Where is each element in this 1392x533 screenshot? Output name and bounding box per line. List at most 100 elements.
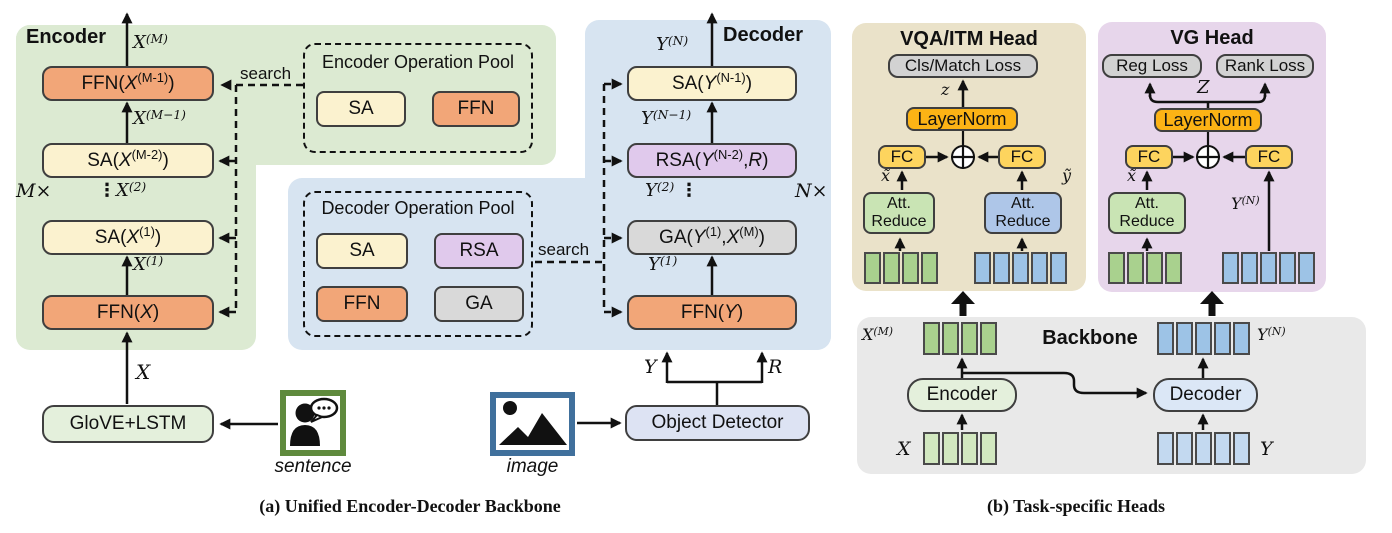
token-cell [993,252,1010,284]
label-x-tilde-vg: x̃ [1127,166,1137,185]
vg-fc-right-box: FC [1245,145,1293,169]
token-cell [883,252,900,284]
token-cell [1146,252,1163,284]
backbone-decoder-box: Decoder [1153,378,1258,412]
token-cell [961,432,978,465]
vqa-att-reduce-left-box: Att.Reduce [863,192,935,234]
token-cell [1165,252,1182,284]
label-x-m-backbone: X(M) [862,325,894,344]
label-x-m: X(M) [133,31,168,53]
vg-text-tokens [1108,252,1182,284]
pool-op-rsa: RSA [434,233,524,269]
token-cell [1233,432,1250,465]
rank-loss-box: Rank Loss [1216,54,1314,78]
vqa-att-reduce-right-box: Att.Reduce [984,192,1062,234]
backbone-encoder-out-tokens [923,322,997,355]
token-cell [1157,432,1174,465]
label-y-n-vg: Y(N) [1231,194,1260,213]
token-cell [864,252,881,284]
decoder-search-label: search [538,240,590,259]
vqa-text-tokens [864,252,938,284]
encoder-operation-pool [303,43,533,153]
token-cell [942,432,959,465]
sentence-label: sentence [274,456,352,477]
speech-bubble-tail [310,413,325,423]
vqa-layernorm-box: LayerNorm [906,107,1018,131]
token-cell [1050,252,1067,284]
encoder-ffn-bot-box: FFN(X) [42,295,214,330]
label-x-input: X [136,360,151,384]
token-cell [1279,252,1296,284]
backbone-y-tokens [1157,432,1250,465]
vg-att-reduce-box: Att.Reduce [1108,192,1186,234]
pool-op-sa: SA [316,91,406,127]
label-z-big: Z [1197,77,1210,98]
token-cell [1233,322,1250,355]
label-y-fork: Y [644,356,657,378]
encoder-title: Encoder [26,26,107,48]
decoder-pool-title: Decoder Operation Pool [321,198,515,218]
vg-head-title: VG Head [1170,27,1254,49]
vg-visual-tokens [1222,252,1315,284]
label-x-backbone: X [897,438,911,460]
label-y-tilde-vqa: ỹ [1062,166,1072,185]
sentence-icon [280,390,346,456]
token-cell [980,322,997,355]
vg-layernorm-box: LayerNorm [1154,108,1262,132]
object-detector-box: Object Detector [625,405,810,441]
backbone-decoder-out-tokens [1157,322,1250,355]
label-n-times: N× [795,180,828,202]
token-cell [974,252,991,284]
token-cell [1195,432,1212,465]
token-cell [921,252,938,284]
token-cell [1214,432,1231,465]
label-x-m1: X(M−1) [133,107,186,129]
decoder-rsa-box: RSA(Y(N-2),R) [627,143,797,178]
label-r-fork: R [768,356,783,378]
token-cell [1214,322,1231,355]
token-cell [942,322,959,355]
token-cell [1298,252,1315,284]
label-dots-x2: ⋮X(2) [98,179,147,201]
token-cell [1176,432,1193,465]
token-cell [1260,252,1277,284]
encoder-pool-title: Encoder Operation Pool [321,52,515,72]
token-cell [902,252,919,284]
cls-match-loss-box: Cls/Match Loss [888,54,1038,78]
label-y-n-backbone: Y(N) [1257,325,1286,344]
encoder-ffn-top-box: FFN(X(M-1)) [42,66,214,101]
label-y-1: Y(1) [648,253,678,275]
person-head [295,403,315,423]
decoder-operation-pool [303,191,533,337]
token-cell [1241,252,1258,284]
decoder-title: Decoder [723,24,804,46]
token-cell [1157,322,1174,355]
token-cell [961,322,978,355]
label-x-tilde-vqa: x̃ [881,166,891,185]
caption-b: (b) Task-specific Heads [986,496,1166,516]
vqa-fc-left-box: FC [878,145,926,169]
pool-op-sa-dec: SA [316,233,408,269]
token-cell [1031,252,1048,284]
token-cell [923,322,940,355]
backbone-title: Backbone [1042,327,1138,349]
encoder-sa-bot-box: SA(X(1)) [42,220,214,255]
vqa-head-title: VQA/ITM Head [900,28,1038,50]
pool-op-ffn: FFN [432,91,520,127]
label-m-times: M× [16,180,52,202]
decoder-ga-box: GA(Y(1),X(M)) [627,220,797,255]
caption-a: (a) Unified Encoder-Decoder Backbone [259,496,561,516]
vqa-fc-right-box: FC [998,145,1046,169]
token-cell [980,432,997,465]
vqa-visual-tokens [974,252,1067,284]
label-y-n: Y(N) [656,33,689,55]
thick-arrows [951,291,1224,316]
decoder-sa-box: SA(Y(N-1)) [627,66,797,101]
backbone-encoder-box: Encoder [907,378,1017,412]
image-mountains [499,413,567,445]
pool-op-ffn-dec: FFN [316,286,408,322]
label-y-backbone: Y [1260,438,1273,460]
label-y2-dots: Y(2) ⋮ [645,179,698,201]
label-z-small: z [941,80,950,99]
token-cell [1195,322,1212,355]
